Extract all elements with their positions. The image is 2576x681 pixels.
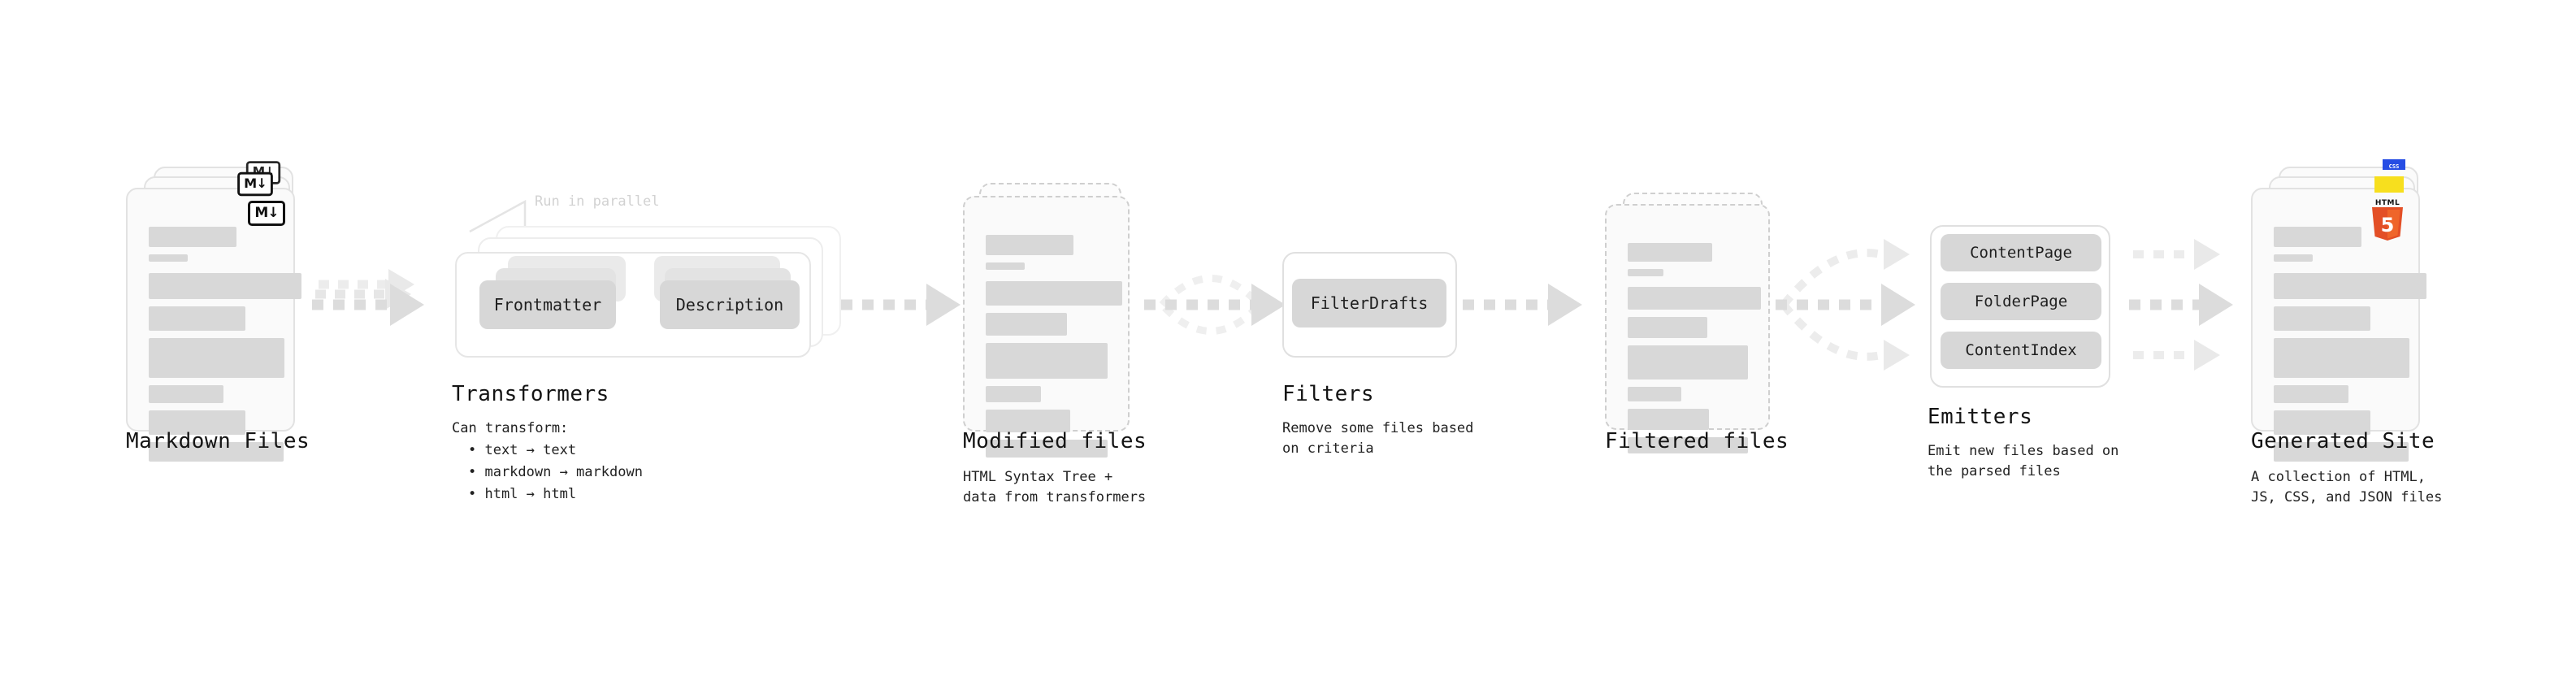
- filtered-file-card-front: [1605, 204, 1770, 453]
- arrow-emitters-to-site: [2129, 239, 2233, 371]
- emitter-chip-folderpage[interactable]: FolderPage: [1941, 283, 2101, 320]
- modified-file-card-front: [963, 196, 1130, 458]
- filter-chip-filterdrafts[interactable]: FilterDrafts: [1292, 279, 1446, 327]
- transformer-chip-description[interactable]: Description: [660, 280, 800, 329]
- markdown-files-title: Markdown Files: [126, 429, 310, 453]
- generated-site-card-front: [2251, 188, 2426, 462]
- emitters-description: Emit new files based on the parsed files: [1928, 443, 2119, 479]
- filters-title: Filters: [1282, 382, 1375, 406]
- transformers-bullet-1: • markdown → markdown: [468, 464, 643, 480]
- css-badge-label: CSS: [2388, 163, 2400, 170]
- transformers-description: Can transform:: [452, 420, 569, 436]
- generated-site-skeleton-bars: [2274, 227, 2426, 469]
- arrow-markdown-to-transformers: [312, 269, 424, 326]
- run-in-parallel-note: Run in parallel: [535, 193, 660, 210]
- markdown-badge-mid: M↓: [237, 171, 273, 197]
- modified-files-description: HTML Syntax Tree + data from transformer…: [963, 469, 1147, 505]
- modified-skeleton-bars: [986, 235, 1138, 465]
- modified-files-title: Modified files: [963, 429, 1147, 453]
- emitter-chip-contentindex[interactable]: ContentIndex: [1941, 332, 2101, 369]
- arrow-filters-to-filtered: [1463, 284, 1582, 326]
- markdown-badge-letter: M: [254, 205, 268, 221]
- transformer-chip-frontmatter[interactable]: Frontmatter: [479, 280, 616, 329]
- svg-text:5: 5: [2381, 214, 2395, 236]
- javascript-badge: [2374, 176, 2404, 193]
- transformers-title: Transformers: [452, 382, 609, 406]
- stage-generated-site: CSS HTML 5: [2251, 159, 2426, 462]
- transformers-bullet-0: • text → text: [468, 442, 577, 458]
- markdown-badge-letter-mid: M: [244, 176, 257, 192]
- generated-site-description: A collection of HTML, JS, CSS, and JSON …: [2251, 469, 2443, 505]
- filtered-skeleton-bars: [1628, 243, 1780, 461]
- transformers-bullet-2: • html → html: [468, 486, 577, 502]
- html5-badge-top-label: HTML: [2374, 199, 2400, 207]
- markdown-badge-front: M↓: [248, 201, 285, 226]
- filters-description: Remove some files based on criteria: [1282, 420, 1474, 457]
- markdown-skeleton-bars: [149, 227, 301, 469]
- markdown-file-card-front: [126, 188, 301, 462]
- filtered-files-title: Filtered files: [1605, 429, 1789, 453]
- generated-site-stack: CSS HTML 5: [2251, 159, 2426, 462]
- generated-site-title: Generated Site: [2251, 429, 2435, 453]
- arrow-modified-to-filters: [1144, 275, 1286, 335]
- css-badge: CSS: [2383, 159, 2405, 170]
- emitters-title: Emitters: [1928, 405, 2033, 429]
- html5-badge: HTML 5: [2370, 199, 2405, 241]
- arrow-filtered-to-emitters: [1776, 239, 1915, 371]
- emitter-chip-contentpage[interactable]: ContentPage: [1941, 234, 2101, 271]
- arrow-transformers-to-modified: [841, 284, 961, 326]
